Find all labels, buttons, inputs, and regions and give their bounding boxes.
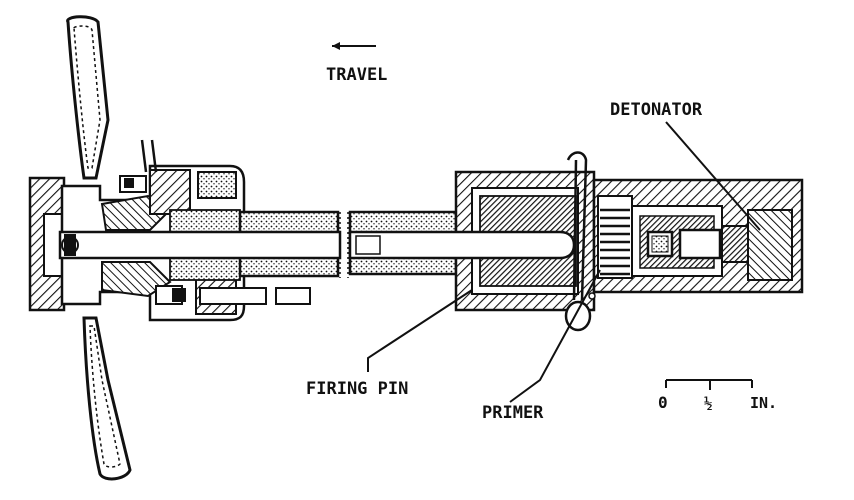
travel-arrow [332, 42, 376, 50]
primer-label: PRIMER [482, 403, 544, 423]
propeller-blade-bottom [82, 316, 132, 481]
firing-pin [348, 230, 576, 260]
fuze-head-assembly [28, 139, 311, 322]
primer-leader [509, 269, 601, 403]
detonator-housing [592, 178, 804, 294]
firing-pin-leader [367, 289, 473, 372]
scale-half-label: ½ [704, 396, 712, 412]
detonator [678, 228, 722, 260]
propeller-blade-top [66, 15, 110, 180]
scale-bar [665, 379, 753, 390]
arming-shaft [58, 210, 342, 278]
scale-unit-label: IN. [750, 394, 777, 412]
spring [600, 208, 630, 276]
scale-zero-label: 0 [658, 393, 668, 412]
travel-label: TRAVEL [326, 65, 387, 85]
break-gap [339, 212, 349, 278]
detonator-label: DETONATOR [610, 100, 703, 120]
firing-pin-body [348, 170, 596, 312]
firing-pin-label: FIRING PIN [306, 379, 408, 399]
detonator-leader [665, 121, 761, 231]
